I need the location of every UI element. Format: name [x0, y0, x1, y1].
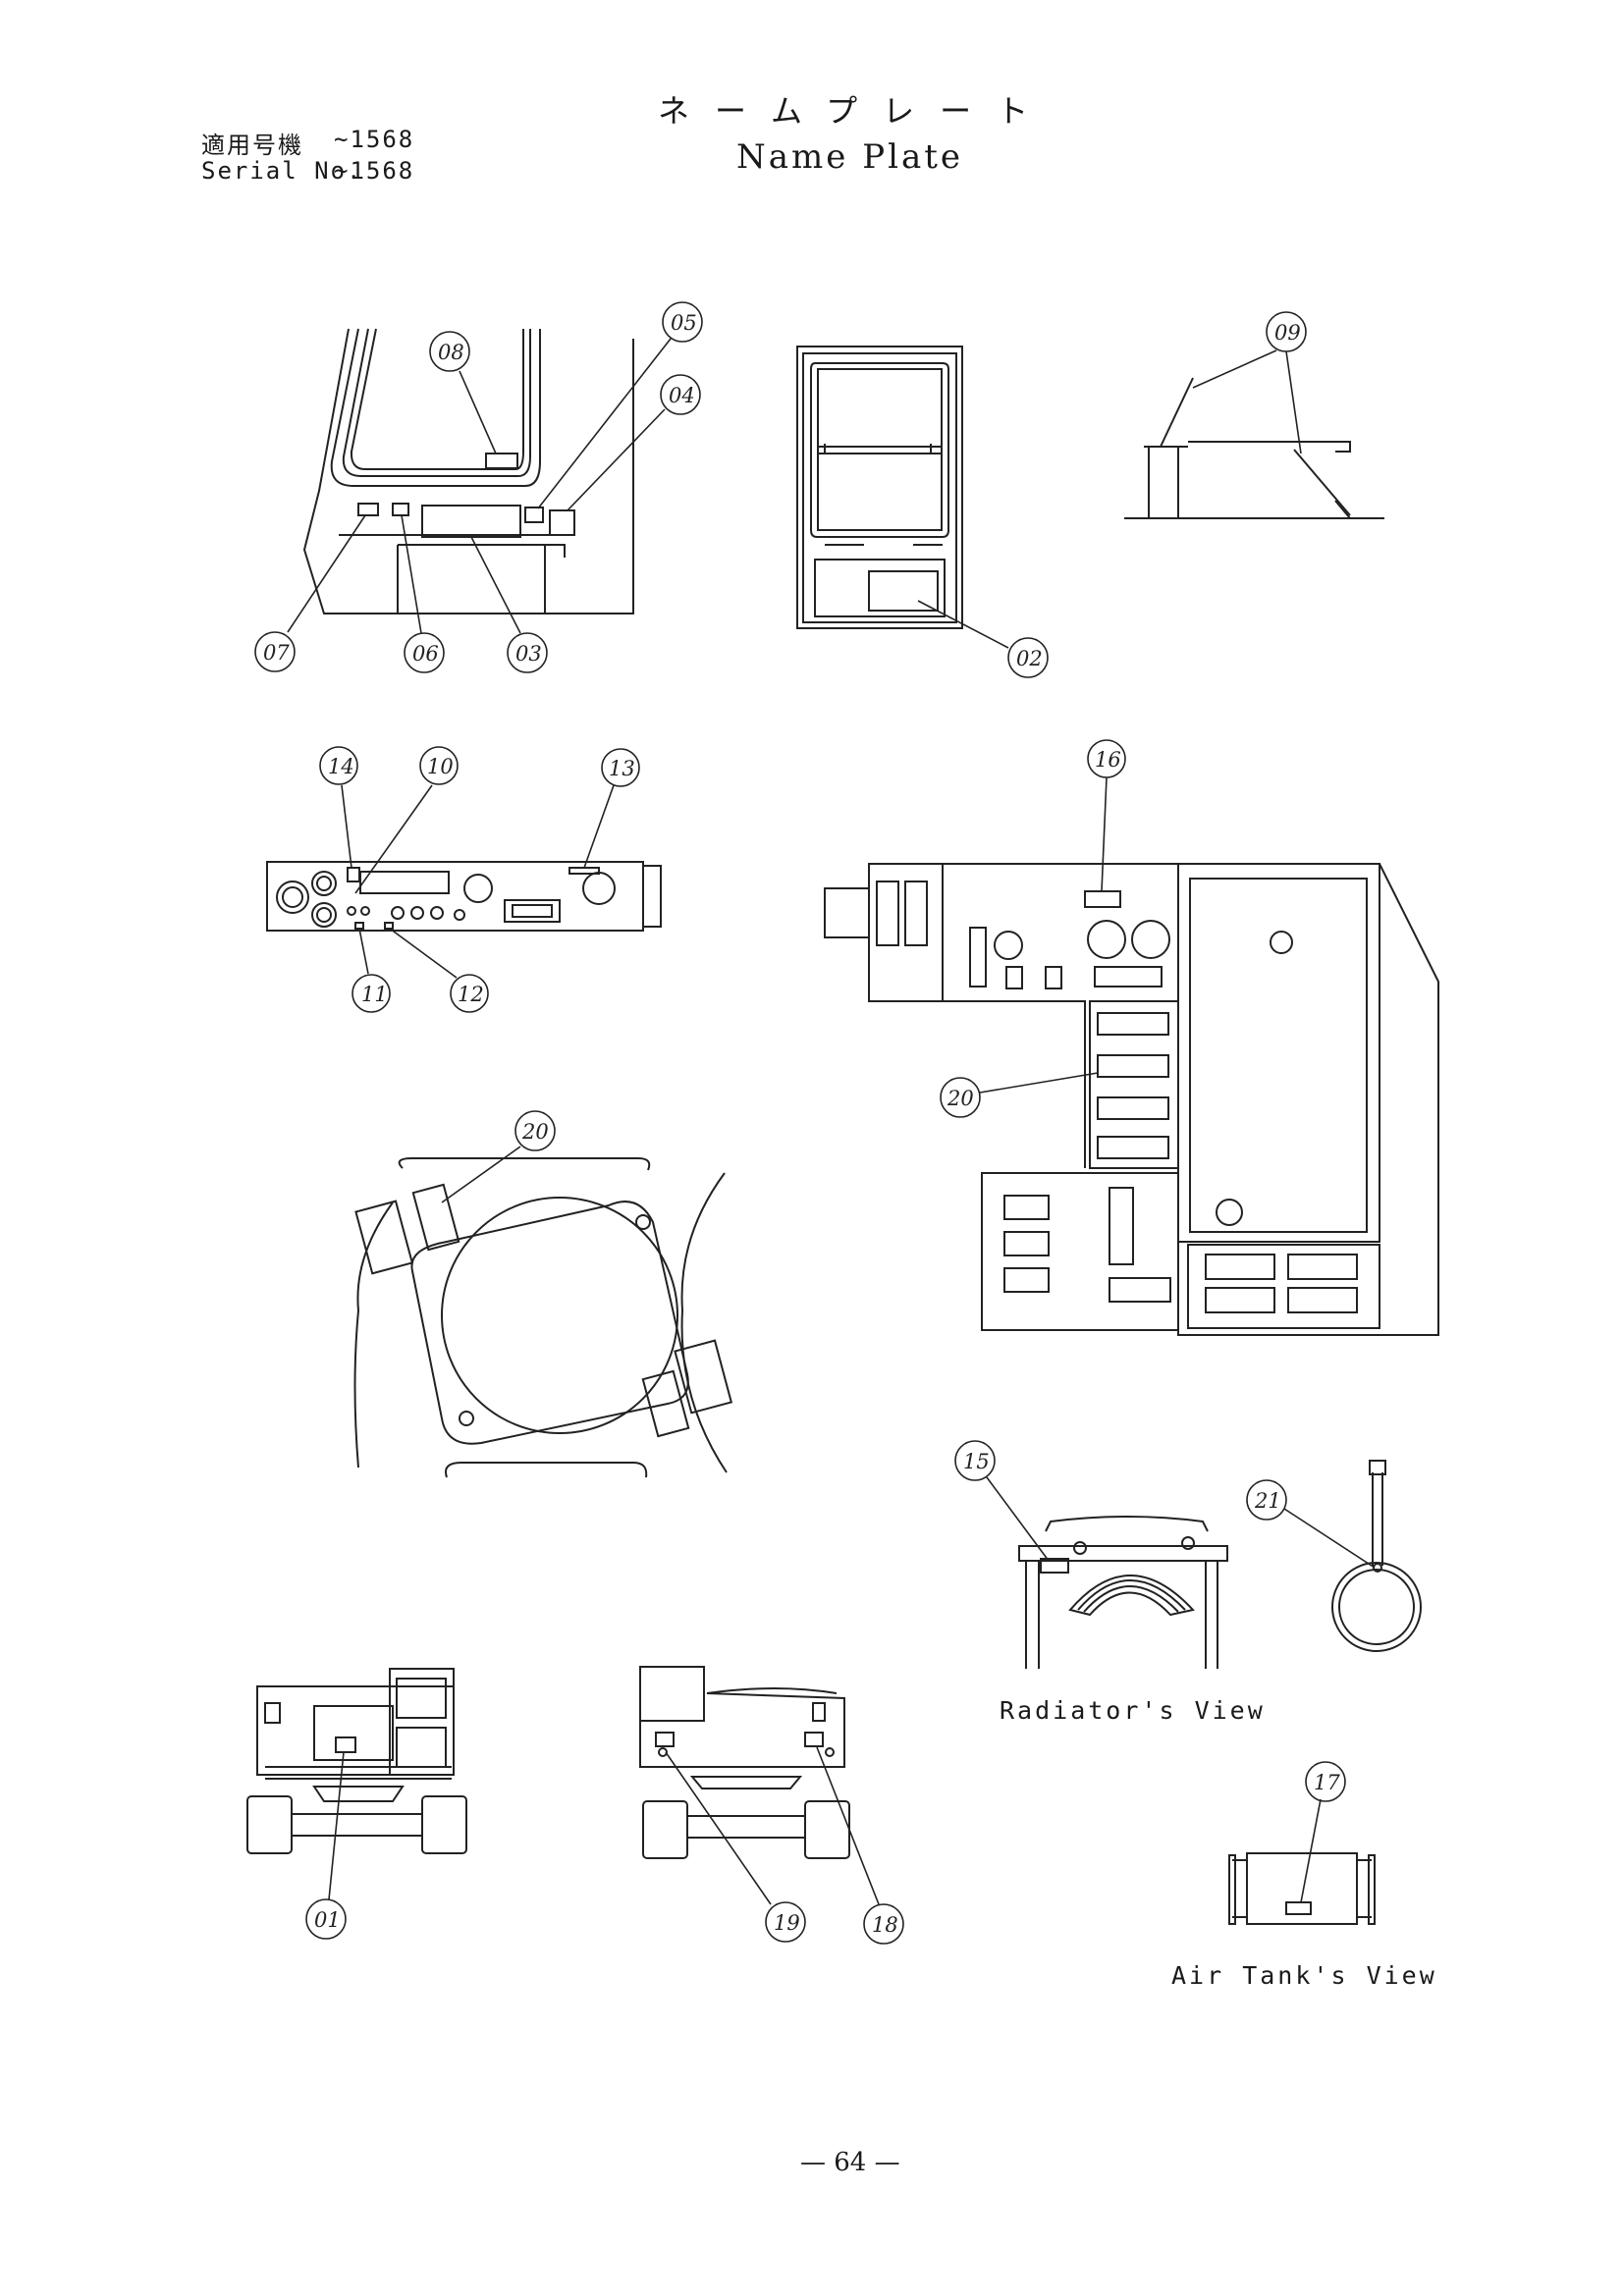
cab-interior-drawing	[302, 328, 634, 614]
plate-04	[549, 509, 575, 536]
hood-stay-drawing	[1124, 377, 1384, 519]
callout-08: 08	[438, 341, 464, 364]
callout-11: 11	[361, 983, 388, 1006]
plate-14	[347, 867, 360, 882]
plate-01	[335, 1736, 356, 1753]
plate-02	[868, 570, 939, 612]
plate-19	[655, 1732, 675, 1747]
callout-12: 12	[458, 983, 484, 1006]
callout-21: 21	[1254, 1489, 1281, 1513]
page-title-english: Name Plate	[736, 137, 963, 177]
plate-06	[392, 503, 409, 516]
plate-12	[384, 922, 394, 930]
air-tank-view-caption: Air Tank's View	[1171, 1961, 1437, 1990]
plate-15	[1040, 1558, 1069, 1574]
plate-07	[357, 503, 379, 516]
swing-bearing-drawing	[353, 1157, 733, 1478]
callout-13: 13	[609, 757, 635, 780]
serial-label-en: Serial No.	[201, 157, 363, 185]
callouts: 08 05 04 07 06 03 02 09 14	[254, 301, 1376, 1945]
machine-side-view-left	[246, 1668, 467, 1854]
callout-10: 10	[427, 755, 454, 778]
callout-05: 05	[671, 311, 697, 335]
callout-18: 18	[872, 1913, 898, 1937]
page-title-japanese: ネームプレート	[658, 92, 1055, 130]
radiator-view-drawing	[1018, 1516, 1228, 1669]
control-box-drawing	[824, 863, 1439, 1336]
serial-value-en: ~1568	[334, 157, 415, 185]
callout-20-control-box: 20	[947, 1087, 974, 1110]
plate-11	[354, 922, 364, 930]
machine-rear-view-right	[639, 1666, 850, 1859]
radiator-view-caption: Radiator's View	[1000, 1696, 1266, 1725]
plate-08	[485, 453, 518, 469]
callout-15: 15	[963, 1450, 990, 1473]
callout-19: 19	[774, 1911, 800, 1935]
dashboard-drawing	[266, 861, 662, 932]
plate-16	[1084, 890, 1121, 908]
serial-label-jp: 適用号機	[201, 132, 303, 159]
callout-07: 07	[263, 641, 290, 665]
plate-18	[804, 1732, 824, 1747]
plate-03	[421, 505, 521, 538]
callout-14: 14	[328, 755, 354, 778]
air-filter-drawing	[1331, 1460, 1422, 1652]
cab-door-drawing	[796, 346, 963, 629]
page-number: — 64 —	[800, 2148, 900, 2177]
air-tank-view-drawing	[1228, 1852, 1376, 1925]
plate-20-bearing	[411, 1183, 460, 1252]
callout-16: 16	[1095, 748, 1121, 772]
plate-17	[1285, 1901, 1312, 1915]
callout-02: 02	[1016, 647, 1043, 670]
callout-20-bearing: 20	[521, 1120, 549, 1144]
callout-01: 01	[314, 1908, 341, 1932]
plate-13	[568, 867, 600, 875]
serial-value-jp: ~1568	[334, 126, 415, 153]
plate-05	[524, 507, 544, 523]
callout-04: 04	[669, 384, 695, 407]
callout-06: 06	[412, 642, 439, 666]
callout-09: 09	[1274, 321, 1301, 345]
callout-17: 17	[1314, 1771, 1340, 1794]
callout-03: 03	[515, 642, 542, 666]
